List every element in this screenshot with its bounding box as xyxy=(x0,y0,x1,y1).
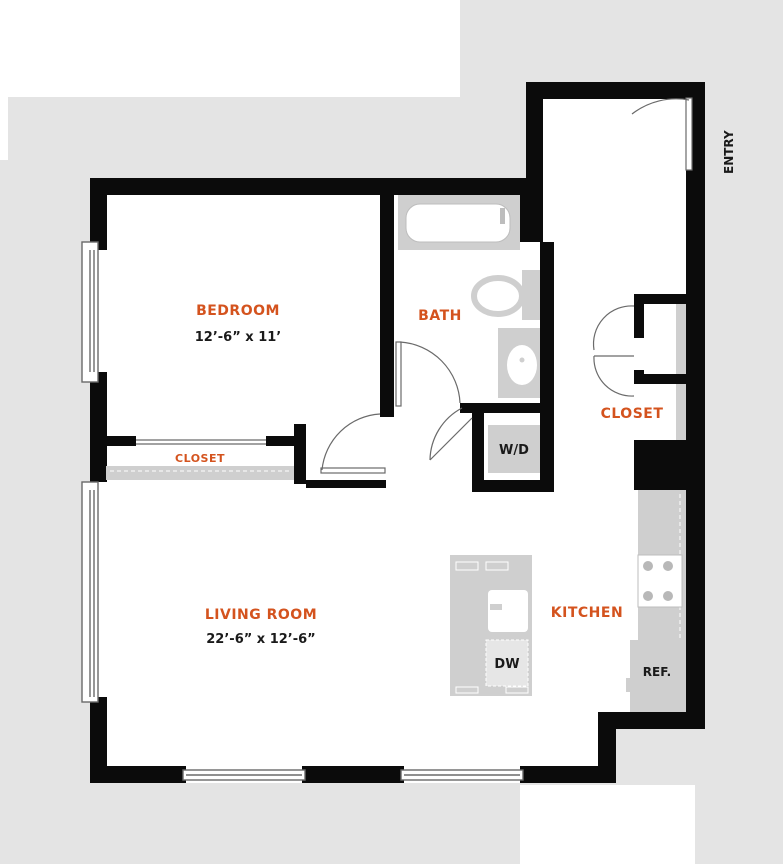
refrigerator-label: REF. xyxy=(643,665,671,679)
bedroom-closet-label: CLOSET xyxy=(175,452,225,465)
walls xyxy=(90,82,705,783)
windows xyxy=(81,241,524,781)
living-room-label: LIVING ROOM xyxy=(205,607,317,623)
bedroom-closet-shelf xyxy=(106,466,294,480)
entry-label: ENTRY xyxy=(722,130,736,174)
hall-closet-label: CLOSET xyxy=(601,406,664,422)
fixtures xyxy=(106,195,686,712)
toilet-bowl xyxy=(471,275,525,317)
kitchen-label: KITCHEN xyxy=(551,605,623,621)
washer-dryer-label: W/D xyxy=(499,443,529,458)
bedroom-dims: 12’-6” x 11’ xyxy=(195,330,281,345)
bath-label: BATH xyxy=(418,308,462,324)
lower-right-white xyxy=(520,785,695,864)
labels: BEDROOM 12’-6” x 11’ BATH CLOSET CLOSET … xyxy=(175,130,736,679)
living-room-dims: 22’-6” x 12’-6” xyxy=(206,632,315,647)
washer-dryer-box xyxy=(488,425,540,473)
toilet-tank xyxy=(522,270,540,320)
doors xyxy=(136,97,693,474)
refrigerator-box xyxy=(630,640,684,712)
bedroom-label: BEDROOM xyxy=(196,303,280,319)
dishwasher-label: DW xyxy=(494,657,519,672)
